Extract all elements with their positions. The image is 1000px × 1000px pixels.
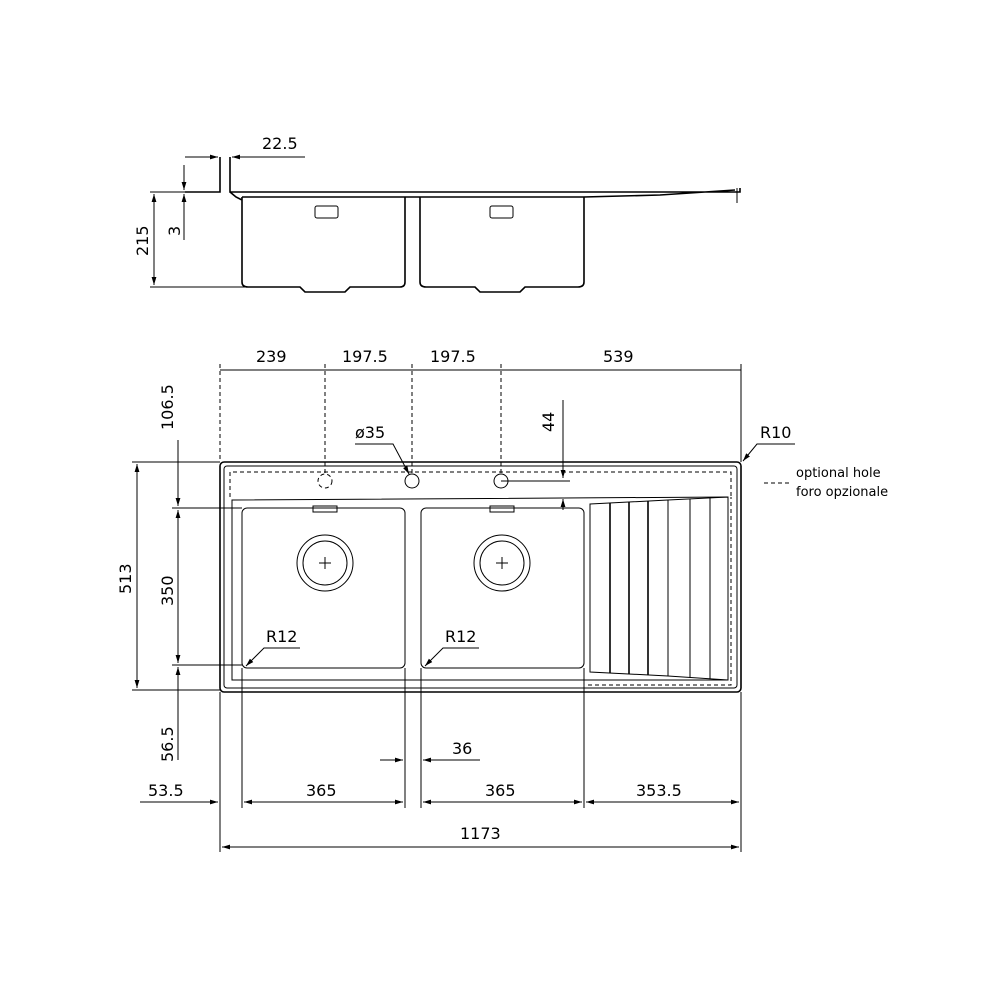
- optional-tap-hole: [317, 473, 333, 489]
- dim-bowl-depth: 350: [158, 575, 177, 606]
- dim-top-2: 197.5: [342, 347, 388, 366]
- dim-bowl-radius-left: R12: [266, 627, 297, 646]
- dim-overall-depth: 513: [116, 563, 135, 594]
- dim-top-3: 197.5: [430, 347, 476, 366]
- dim-height: 215: [133, 225, 152, 256]
- overflow-slot-right: [489, 205, 514, 219]
- bowl-frame: [231, 496, 729, 681]
- overflow-left: [312, 505, 338, 513]
- dim-top-4: 539: [603, 347, 634, 366]
- sink-outline: [219, 461, 742, 693]
- tap-hole: [404, 473, 420, 489]
- dim-bottom-2: 365: [306, 781, 337, 800]
- dim-top-offset: 106.5: [158, 384, 177, 430]
- legend-line2: foro opzionale: [796, 485, 888, 500]
- overflow-slot-left: [314, 205, 339, 219]
- drainboard: [589, 496, 729, 681]
- dim-bottom-1: 53.5: [148, 781, 184, 800]
- dim-bowl-radius-right: R12: [445, 627, 476, 646]
- bowl-right: [420, 507, 585, 669]
- side-view: 22.5 3 215: [133, 134, 741, 293]
- dim-corner-radius: R10: [760, 423, 791, 442]
- dim-bottom-4: 353.5: [636, 781, 682, 800]
- top-view: 239 197.5 197.5 539 44 ø35 R10 R12 R12 5…: [116, 347, 888, 852]
- bowl-left: [241, 507, 406, 669]
- overflow-right: [489, 505, 515, 513]
- dim-bowl-gap: 36: [452, 739, 472, 758]
- dim-top-1: 239: [256, 347, 287, 366]
- waste-right: [473, 534, 531, 592]
- waste-left: [296, 534, 354, 592]
- dim-bottom-3: 365: [485, 781, 516, 800]
- dim-hole-diameter: ø35: [355, 423, 385, 442]
- dim-overall-width: 1173: [460, 824, 501, 843]
- dim-bottom-offset: 56.5: [158, 726, 177, 762]
- dim-rim-thickness: 3: [165, 226, 184, 236]
- dim-rim-width: 22.5: [262, 134, 298, 153]
- legend-line1: optional hole: [796, 466, 881, 481]
- side-profile: [185, 157, 741, 293]
- dim-hole-offset: 44: [539, 412, 558, 432]
